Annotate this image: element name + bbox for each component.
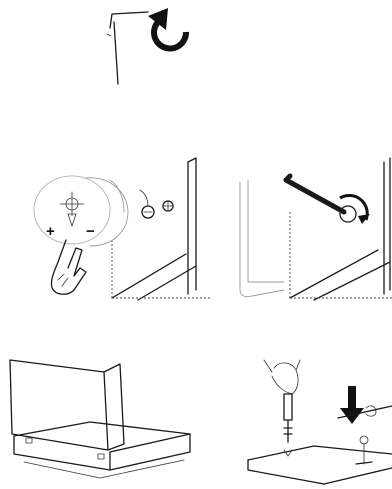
- screwdriver-hand-icon: [264, 360, 300, 442]
- cabinet-corner-drawing: [248, 406, 392, 484]
- minus-label: −: [86, 223, 95, 240]
- cam-lock-small-icon: [140, 190, 173, 218]
- step-1-panel: [88, 0, 198, 100]
- step-3-panel: [228, 150, 392, 305]
- cabinet-corner-drawing: [112, 158, 210, 300]
- cabinet-panel-icon: [10, 360, 190, 478]
- hex-key-icon: [107, 12, 148, 84]
- step-4-panel: [0, 350, 198, 489]
- step-2-panel: + −: [28, 150, 213, 305]
- down-arrow-icon: [340, 386, 364, 424]
- rotate-clockwise-icon: [148, 8, 186, 48]
- rotation-arrow-icon: [286, 176, 370, 224]
- hex-key-icon: [240, 180, 284, 297]
- pointing-hand-icon: [51, 240, 86, 294]
- step-5-panel: [244, 350, 392, 489]
- plus-label: +: [46, 223, 55, 240]
- cabinet-corner-drawing: [290, 158, 392, 300]
